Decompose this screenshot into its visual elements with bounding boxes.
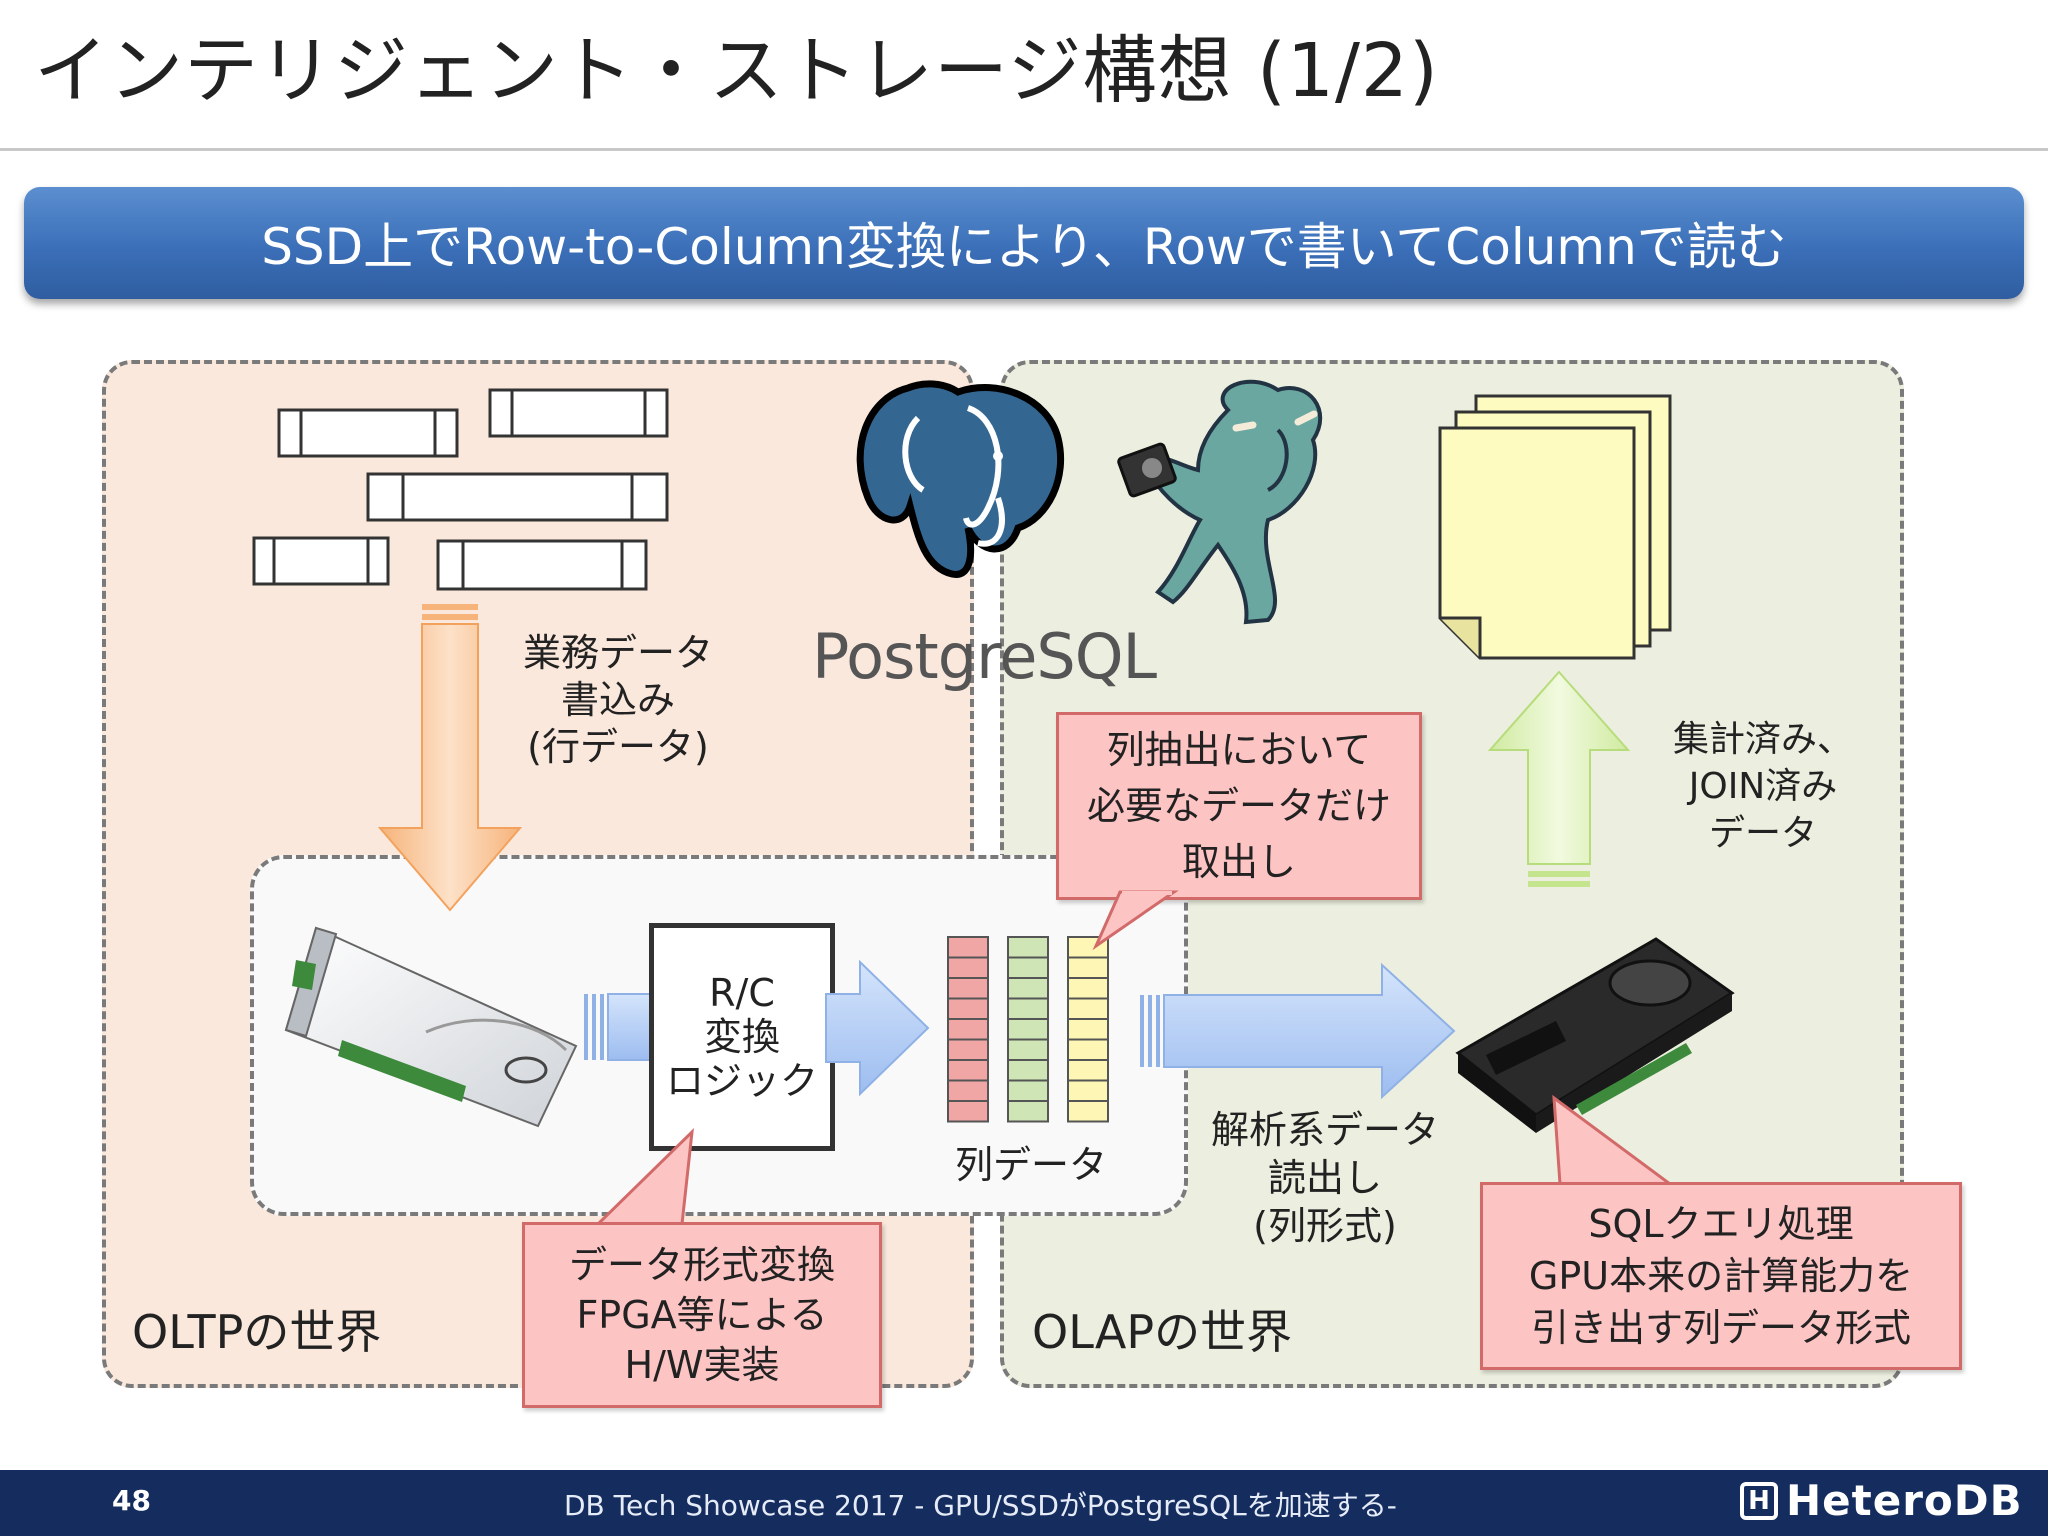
oltp-world-label: OLTPの世界	[132, 1305, 382, 1359]
title-divider	[0, 148, 2048, 151]
column-cell	[947, 956, 989, 979]
callout-line: FPGA等による	[576, 1293, 828, 1337]
column-cell	[947, 997, 989, 1020]
column-cell	[1067, 956, 1109, 979]
column-cell	[1007, 1038, 1049, 1061]
write-arrow	[377, 604, 523, 912]
column-cell	[947, 977, 989, 1000]
rc-conversion-logic-box: R/C 変換 ロジック	[649, 923, 835, 1151]
column-cell	[947, 1059, 989, 1082]
callout-line: 必要なデータだけ	[1086, 784, 1391, 828]
column-data-graphic	[947, 936, 1109, 1123]
callout-line: GPU本来の計算能力を	[1528, 1254, 1914, 1298]
fpga-callout-pointer	[594, 1127, 694, 1226]
column-cell	[1007, 997, 1049, 1020]
analytics-read-label-line: (列形式)	[1253, 1204, 1397, 1248]
callout-line: 取出し	[1181, 840, 1296, 884]
rc-logic-label-line: ロジック	[665, 1059, 818, 1103]
column-cell	[1007, 1018, 1049, 1041]
write-label-line: 業務データ	[522, 631, 713, 675]
aggregate-label-line: データ	[1708, 813, 1817, 854]
aggregate-up-arrow	[1487, 670, 1631, 887]
column-cell	[1007, 1079, 1049, 1102]
rc-logic-label-line: R/C	[709, 971, 775, 1015]
column-cell	[1067, 1079, 1109, 1102]
olap-world-label: OLAPの世界	[1032, 1305, 1293, 1359]
aggregate-label: 集計済み、 JOIN済み データ	[1638, 716, 1888, 857]
rc-logic-label-line: 変換	[703, 1015, 780, 1059]
column-extraction-callout-pointer	[1092, 890, 1179, 951]
column-cell	[1007, 1059, 1049, 1082]
column-cell	[947, 1038, 989, 1061]
column-cell	[947, 1079, 989, 1102]
ssd-card-image	[284, 926, 578, 1128]
postgresql-wordmark: PostgreSQL	[812, 620, 1157, 693]
column-cell	[1007, 977, 1049, 1000]
write-label-line: (行データ)	[527, 725, 709, 769]
slide-footer: 48 DB Tech Showcase 2017 - GPU/SSDがPostg…	[0, 1470, 2048, 1536]
headline-banner-text: SSD上でRow-to-Column変換により、Rowで書いてColumnで読む	[261, 218, 1787, 276]
column-cell	[1067, 1059, 1109, 1082]
write-label-line: 書込み	[560, 678, 675, 722]
column-cell	[1067, 1018, 1109, 1041]
column-cell	[1067, 977, 1109, 1000]
heterodb-logo-text: HeteroDB	[1786, 1476, 2023, 1525]
column-cell	[1007, 956, 1049, 979]
callout-line: 引き出す列データ形式	[1530, 1306, 1911, 1350]
column-strip	[1007, 936, 1049, 1123]
callout-line: H/W実装	[624, 1343, 780, 1387]
gpu-callout: SQLクエリ処理 GPU本来の計算能力を 引き出す列データ形式	[1480, 1182, 1962, 1370]
column-cell	[1067, 1038, 1109, 1061]
callout-line: 列抽出において	[1106, 728, 1372, 772]
column-cell	[1007, 936, 1049, 959]
column-cell	[1067, 1100, 1109, 1123]
logic-to-columns-arrow	[825, 959, 930, 1097]
columns-to-gpu-arrow	[1140, 962, 1456, 1100]
analytics-read-label: 解析系データ 読出し (列形式)	[1190, 1106, 1460, 1250]
aggregate-label-line: JOIN済み	[1688, 766, 1838, 807]
aggregated-documents-icon	[1438, 394, 1672, 660]
gpu-elephant-mascot	[1117, 379, 1323, 625]
callout-line: SQLクエリ処理	[1588, 1202, 1854, 1246]
analytics-read-label-line: 解析系データ	[1210, 1108, 1439, 1152]
heterodb-logo-mark: H	[1740, 1481, 1778, 1520]
column-cell	[947, 1100, 989, 1123]
column-strip	[1067, 936, 1109, 1123]
footer-event-text: DB Tech Showcase 2017 - GPU/SSDがPostgreS…	[564, 1489, 1397, 1522]
column-cell	[1067, 997, 1109, 1020]
aggregate-label-line: 集計済み、	[1672, 719, 1853, 760]
column-data-label: 列データ	[954, 1143, 1107, 1187]
heterodb-logo: H HeteroDB	[1740, 1476, 2023, 1525]
postgresql-elephant-logo	[856, 380, 1065, 578]
headline-banner: SSD上でRow-to-Column変換により、Rowで書いてColumnで読む	[24, 187, 2024, 299]
page-number: 48	[112, 1484, 151, 1517]
fpga-callout: データ形式変換 FPGA等による H/W実装	[522, 1222, 882, 1408]
column-cell	[947, 936, 989, 959]
slide-title: インテリジェント・ストレージ構想 (1/2)	[34, 28, 1439, 114]
column-cell	[1007, 1100, 1049, 1123]
callout-line: データ形式変換	[568, 1243, 835, 1287]
gpu-card-image	[1455, 937, 1735, 1133]
gpu-callout-pointer	[1552, 1094, 1675, 1186]
column-cell	[947, 1018, 989, 1041]
analytics-read-label-line: 読出し	[1267, 1156, 1382, 1200]
write-label: 業務データ 書込み (行データ)	[508, 630, 728, 771]
ssd-to-logic-arrow	[584, 993, 653, 1061]
column-strip	[947, 936, 989, 1123]
column-extraction-callout: 列抽出において 必要なデータだけ 取出し	[1056, 712, 1422, 900]
